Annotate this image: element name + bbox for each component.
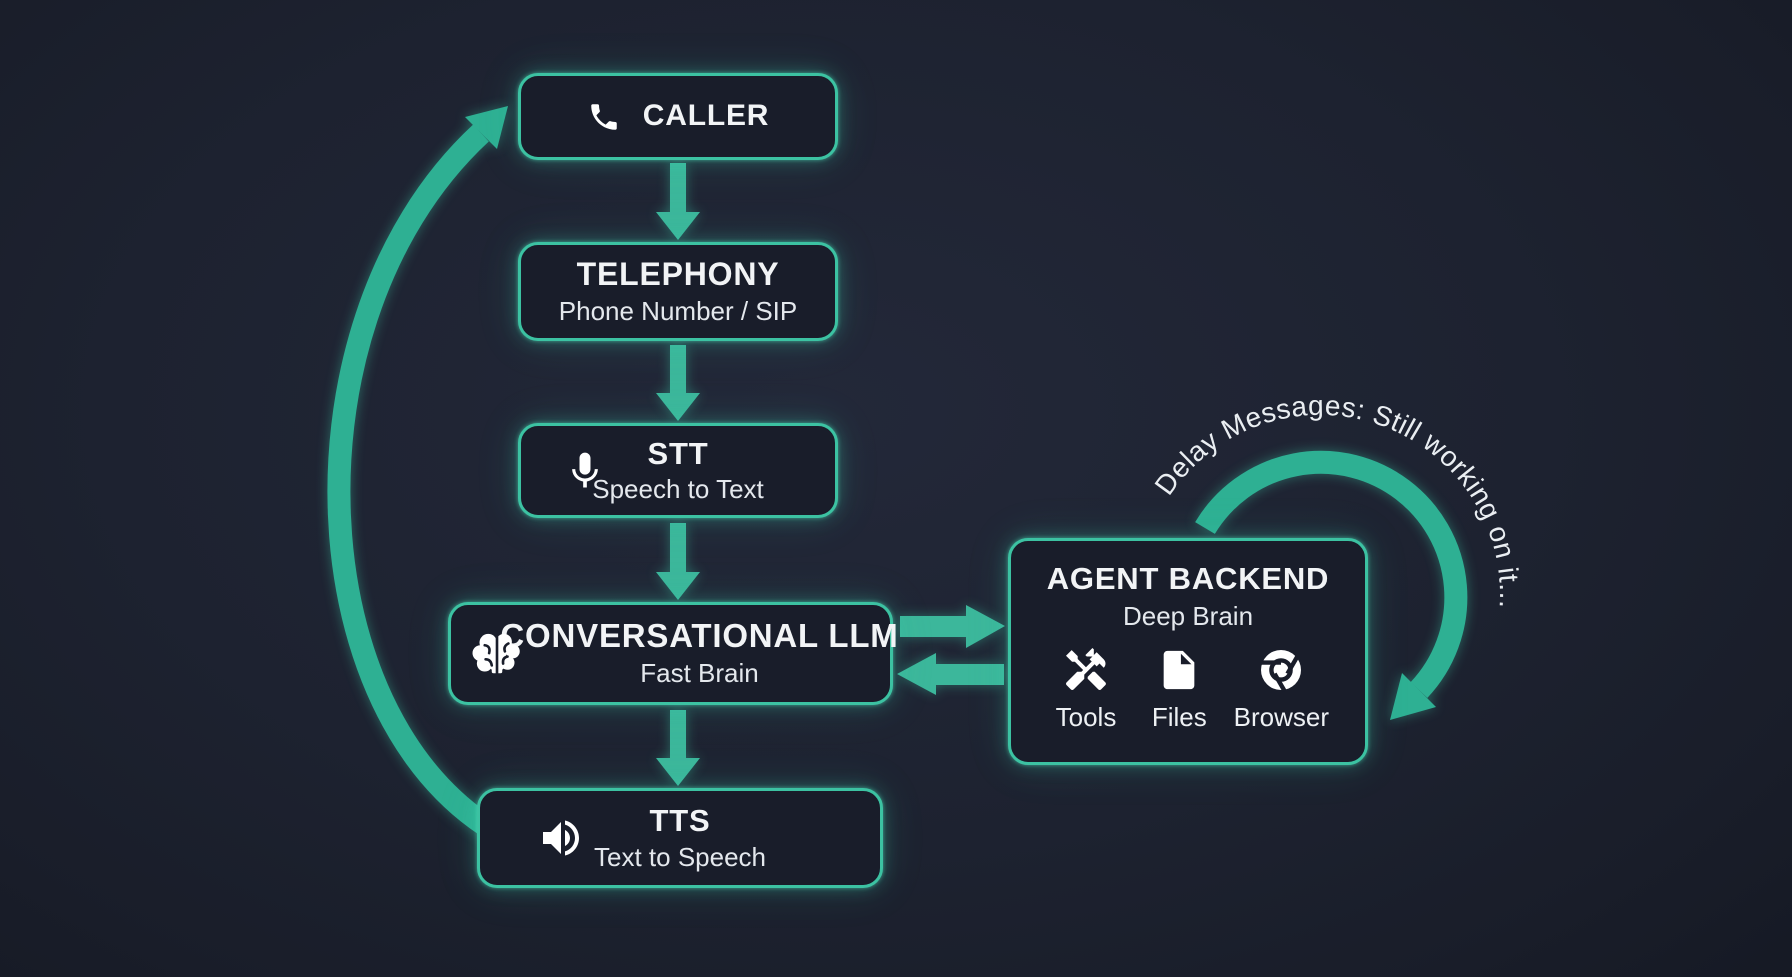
node-caller: CALLER <box>518 73 838 160</box>
tts-to-caller-loop-arrow <box>327 106 544 863</box>
backend-items-row: Tools Files <box>1011 646 1365 733</box>
node-title: TTS <box>649 803 711 839</box>
speaker-icon <box>536 814 586 862</box>
node-title: CONVERSATIONAL LLM <box>500 617 899 655</box>
node-subtitle: Fast Brain <box>640 658 759 689</box>
tools-icon <box>1062 646 1110 694</box>
node-subtitle: Speech to Text <box>592 474 764 505</box>
phone-icon <box>587 100 621 134</box>
brain-icon <box>469 629 525 679</box>
backend-item-label: Tools <box>1055 701 1117 732</box>
node-subtitle: Deep Brain <box>1122 600 1254 631</box>
node-stt: STT Speech to Text <box>518 423 838 518</box>
node-title: CALLER <box>642 99 770 133</box>
arrow-llm-to-agent-backend <box>900 605 1005 648</box>
browser-icon <box>1257 646 1305 694</box>
microphone-icon <box>563 446 607 496</box>
arrow-caller-to-telephony <box>656 163 700 240</box>
node-telephony: TELEPHONY Phone Number / SIP <box>518 242 838 341</box>
node-subtitle: Phone Number / SIP <box>558 296 798 327</box>
node-tts: TTS Text to Speech <box>477 788 883 888</box>
backend-item-browser: Browser <box>1234 646 1329 733</box>
node-agent-backend: AGENT BACKEND Deep Brain Tools Files <box>1008 538 1368 765</box>
arrow-telephony-to-stt <box>656 345 700 421</box>
node-title: AGENT BACKEND <box>1046 561 1330 596</box>
node-title: STT <box>647 435 709 471</box>
backend-item-label: Browser <box>1233 701 1329 732</box>
node-subtitle: Text to Speech <box>594 841 766 872</box>
arrow-stt-to-llm <box>656 523 700 600</box>
arrow-agent-backend-to-llm <box>897 653 1004 695</box>
backend-item-files: Files <box>1140 646 1218 733</box>
delay-loop-arrow <box>1195 450 1468 720</box>
arrow-llm-to-tts <box>656 710 700 786</box>
node-conversational-llm: CONVERSATIONAL LLM Fast Brain <box>448 602 898 705</box>
backend-item-label: Files <box>1151 701 1207 732</box>
backend-item-tools: Tools <box>1047 646 1125 733</box>
node-title: TELEPHONY <box>576 255 780 292</box>
file-icon <box>1156 646 1202 694</box>
